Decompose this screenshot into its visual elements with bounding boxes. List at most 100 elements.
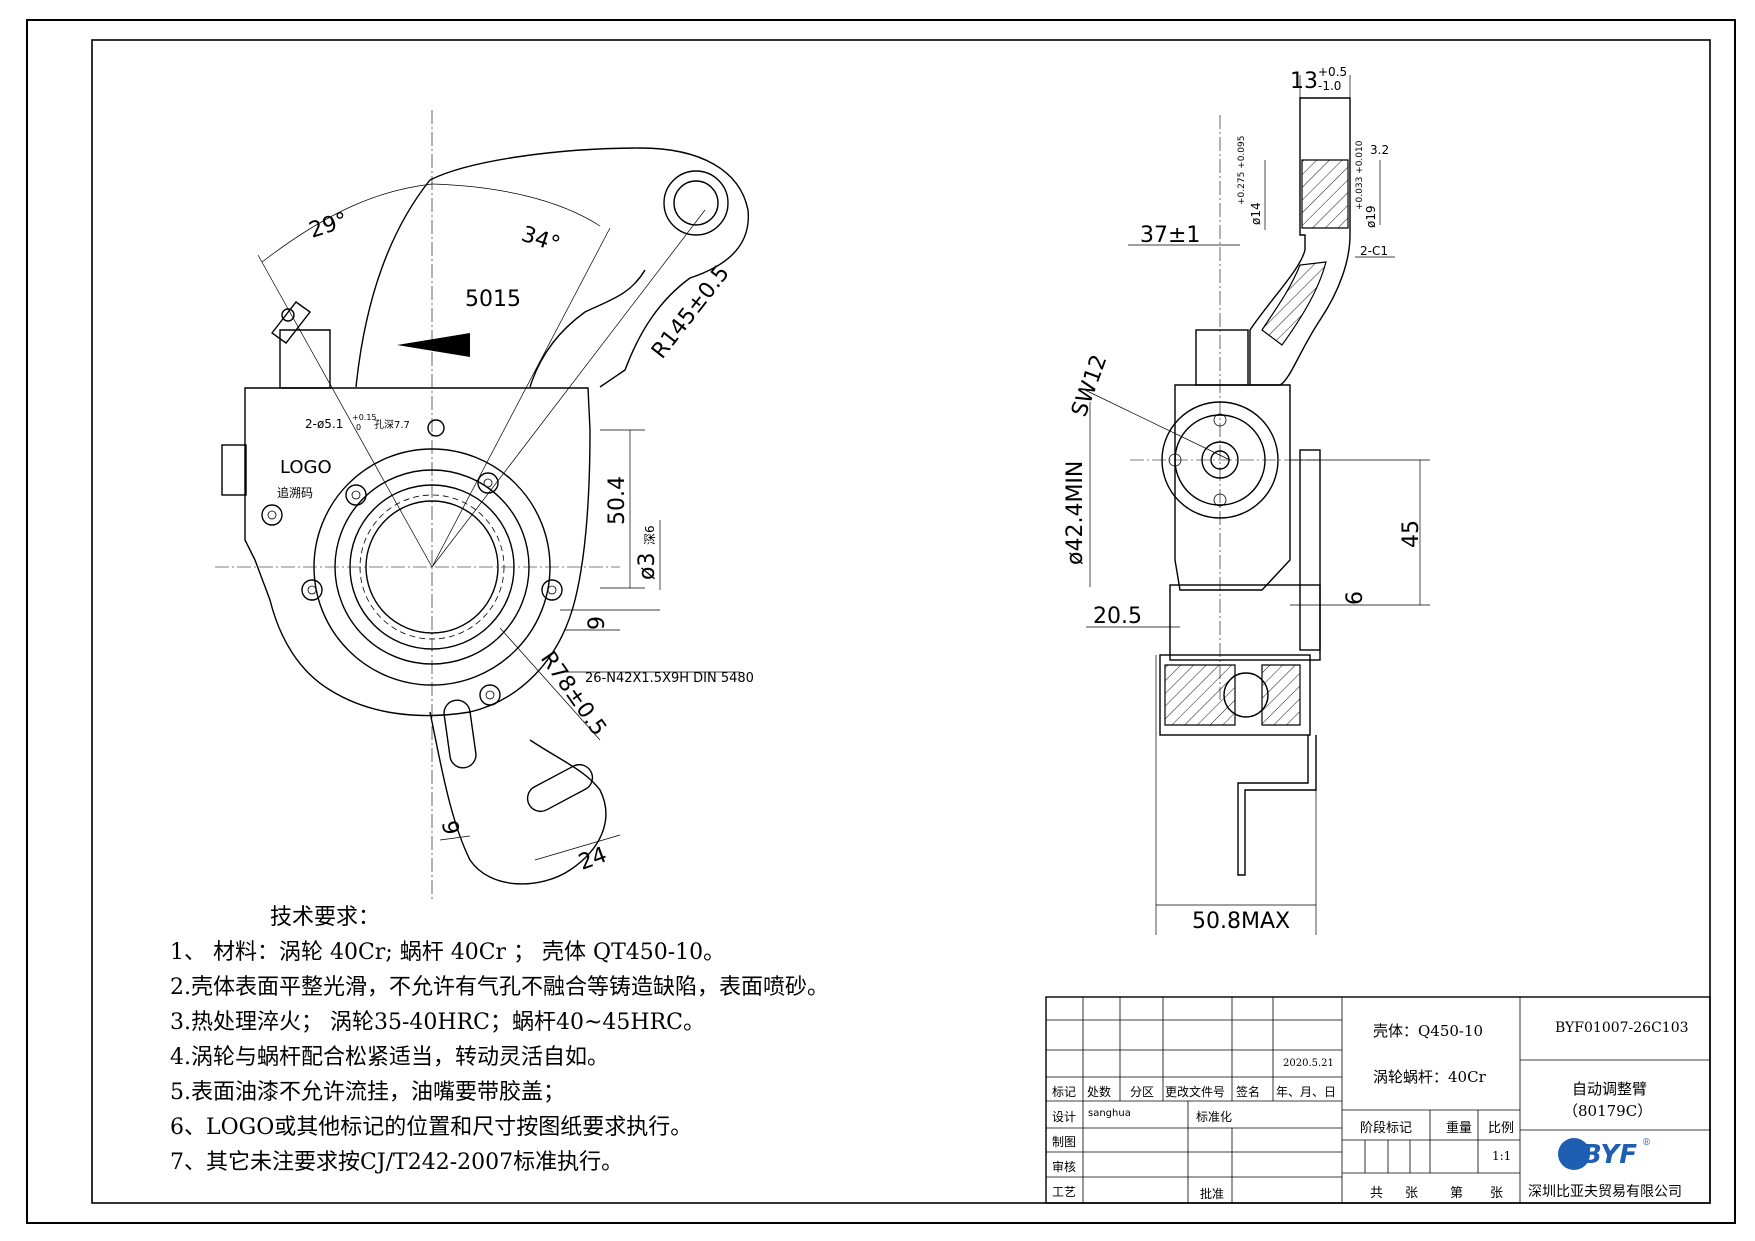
tb-scale-val: 1:1 <box>1492 1149 1512 1163</box>
section-hatch-left <box>1164 664 1236 726</box>
note-item-3: 3.热处理淬火； 涡轮35-40HRC；蜗杆40~45HRC。 <box>170 1010 705 1035</box>
tb-header-change: 更改文件号 <box>1165 1085 1226 1099</box>
angle-arc-34 <box>431 183 601 227</box>
label-37: 37±1 <box>1140 223 1200 248</box>
note-item-6: 6、LOGO或其他标记的位置和尺寸按图纸要求执行。 <box>170 1115 693 1140</box>
tb-header-sign: 签名 <box>1236 1085 1261 1099</box>
label-trace-code: 追溯码 <box>277 485 313 500</box>
label-3-2: 3.2 <box>1370 143 1389 157</box>
bolt-holes <box>261 419 563 706</box>
note-item-1: 1、 材料：涡轮 40Cr; 蜗杆 40Cr ； 壳体 QT450-10。 <box>170 940 726 965</box>
radius-leader-78 <box>499 627 601 741</box>
pin-eye-outer <box>663 170 729 236</box>
byf-logo-mark <box>1558 1138 1590 1170</box>
byf-logo-text: BYF <box>1582 1140 1637 1170</box>
arm-outline <box>355 147 749 388</box>
tb-company: 深圳比亚夫贸易有限公司 <box>1528 1184 1682 1200</box>
label-hole-tol0: 0 <box>356 423 361 432</box>
byf-logo: BYF ® <box>1558 1138 1651 1172</box>
label-50-4: 50.4 <box>605 476 630 525</box>
label-phi14: ø14 <box>1249 202 1263 225</box>
side-plate <box>1299 449 1321 651</box>
label-phi3-depth: 深6 <box>643 525 657 545</box>
tb-stage: 阶段标记 <box>1360 1121 1413 1136</box>
rotation-arrow <box>397 333 470 357</box>
label-45: 45 <box>1399 520 1424 548</box>
angle-leader-1 <box>257 254 433 568</box>
label-spline: 26-N42X1.5X9H DIN 5480 <box>585 671 754 686</box>
slot-lower <box>526 763 594 813</box>
tb-sheets: 张 <box>1405 1186 1419 1201</box>
note-item-5: 5.表面油漆不允许流挂，油嘴要带胶盖； <box>170 1080 565 1105</box>
gear-ring-2 <box>334 469 530 665</box>
tb-approve: 批准 <box>1200 1187 1225 1201</box>
side-lower-body <box>1169 584 1321 661</box>
label-phi14-tol: +0.275 +0.095 <box>1237 136 1247 205</box>
angle-leader-2 <box>431 227 611 568</box>
outer-frame <box>26 19 1736 1224</box>
side-small-hole-3 <box>1168 453 1182 467</box>
gear-outer-ring <box>313 448 551 686</box>
title-block-grid <box>1045 996 1711 1204</box>
tb-total: 共 <box>1370 1186 1384 1201</box>
label-9: 9 <box>585 616 610 630</box>
tb-drawing-no: BYF01007-26C103 <box>1555 1020 1689 1036</box>
label-50-8: 50.8MAX <box>1192 909 1290 934</box>
side-bracket <box>1237 735 1317 876</box>
label-r78: R78±0.5 <box>535 647 611 741</box>
label-5015: 5015 <box>465 287 521 312</box>
tb-designer: sanghua <box>1088 1108 1131 1119</box>
side-circle-2 <box>1174 414 1266 506</box>
spline-root <box>365 500 499 634</box>
label-6b: 6 <box>1343 591 1368 605</box>
label-phi42: ø42.4MIN <box>1063 461 1088 565</box>
lower-arm <box>429 711 607 885</box>
label-20-5: 20.5 <box>1093 604 1142 629</box>
grease-nipple <box>271 301 311 344</box>
label-hole-depth: 孔深7.7 <box>374 419 410 431</box>
label-r145: R145±0.5 <box>647 261 735 364</box>
tb-header-count: 处数 <box>1087 1085 1112 1099</box>
gear-ring-3 <box>349 484 515 650</box>
tb-part-code: （80179C） <box>1563 1102 1653 1120</box>
tb-material-1: 壳体：Q450-10 <box>1373 1022 1484 1040</box>
side-boss <box>1195 329 1249 386</box>
note-item-7: 7、其它未注要求按CJ/T242-2007标准执行。 <box>170 1150 624 1175</box>
spline-teeth <box>359 494 505 640</box>
side-big-circle <box>1161 401 1279 519</box>
label-chamfer: 2-C1 <box>1360 244 1388 258</box>
label-angle-29: 29° <box>306 208 351 244</box>
tb-scale: 比例 <box>1488 1121 1515 1136</box>
slot-upper <box>443 699 477 769</box>
tb-page: 第 <box>1450 1186 1464 1201</box>
side-housing <box>1174 384 1291 591</box>
label-13: 13 <box>1290 69 1318 94</box>
label-sw12: SW12 <box>1067 352 1112 420</box>
tb-part-name: 自动调整臂 <box>1572 1080 1648 1098</box>
pin-eye-inner <box>673 180 719 226</box>
dim-line-24 <box>534 834 621 861</box>
section-hatch-right <box>1261 664 1301 726</box>
label-24: 24 <box>576 843 611 876</box>
side-small-hole-2 <box>1213 493 1227 507</box>
technical-notes: 技术要求： 1、 材料：涡轮 40Cr; 蜗杆 40Cr ； 壳体 QT450-… <box>170 900 829 1180</box>
label-phi19-tol: +0.033 +0.010 <box>1355 140 1365 210</box>
grease-boss <box>279 329 331 389</box>
label-6: 6 <box>439 818 466 836</box>
tb-row-process: 工艺 <box>1052 1185 1077 1199</box>
tb-standard: 标准化 <box>1196 1110 1233 1124</box>
side-small-hole-1 <box>1213 413 1227 427</box>
side-hex <box>1201 441 1239 479</box>
label-13-plus: +0.5 <box>1318 65 1347 79</box>
tb-weight: 重量 <box>1446 1121 1473 1136</box>
tb-header-zone: 分区 <box>1130 1085 1155 1099</box>
housing-outline <box>244 387 591 717</box>
label-logo: LOGO <box>280 457 332 478</box>
worm-hex <box>221 444 247 496</box>
side-hex-inner <box>1210 450 1230 470</box>
arm-inner-curve <box>529 269 646 388</box>
label-angle-34: 34° <box>518 222 563 258</box>
label-phi3: ø3 <box>635 553 660 580</box>
byf-logo-registered: ® <box>1642 1138 1651 1148</box>
side-view: 13 +0.5 -1.0 3.2 ø14 +0.275 +0.095 ø19 +… <box>1063 65 1430 935</box>
